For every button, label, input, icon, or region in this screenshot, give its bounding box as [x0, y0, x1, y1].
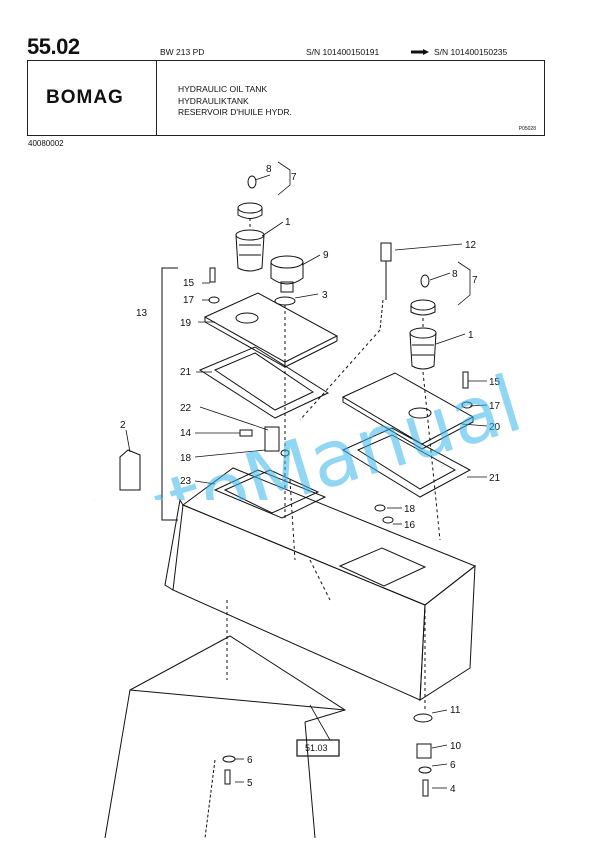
callout: 9 — [323, 250, 329, 261]
callout: 12 — [465, 240, 477, 251]
tank-body — [164, 467, 476, 701]
callout: 23 — [180, 476, 192, 487]
callout: 2 — [120, 420, 126, 431]
callout: 8 — [452, 269, 458, 280]
title-box: BOMAG HYDRAULIC OIL TANK HYDRAULIKTANK R… — [27, 60, 545, 136]
callout: 15 — [489, 377, 501, 388]
callout: 1 — [468, 330, 474, 341]
title-divider — [156, 61, 157, 135]
o-ring — [274, 296, 296, 306]
gasket-right — [341, 427, 472, 498]
group-bracket — [161, 267, 178, 521]
strainer-left — [235, 229, 265, 272]
bolts — [208, 267, 473, 797]
reference-box-label: 51.03 — [305, 743, 328, 753]
callout: 6 — [247, 755, 253, 766]
callout: 21 — [489, 473, 501, 484]
callout: 4 — [450, 784, 456, 795]
rubber-mount — [413, 713, 433, 759]
callout: 17 — [183, 295, 195, 306]
title-de: HYDRAULIKTANK — [178, 95, 249, 106]
callout: 22 — [180, 403, 192, 414]
document-number: 40080002 — [28, 139, 64, 148]
callout: 21 — [180, 367, 192, 378]
callout: 18 — [404, 504, 416, 515]
filler-cap-left — [237, 175, 263, 219]
callout: 1 — [285, 217, 291, 228]
callout: 5 — [247, 778, 253, 789]
drawing-ref: P05028 — [518, 126, 536, 132]
breather-filter — [270, 255, 304, 293]
callout: 17 — [489, 401, 501, 412]
callout: 6 — [450, 760, 456, 771]
leader-lines — [125, 161, 488, 789]
callout: 18 — [180, 453, 192, 464]
cover-plate-left — [203, 292, 339, 368]
arrow-right-icon — [411, 49, 429, 55]
serial-to: S/N 101400150235 — [434, 47, 508, 57]
title-fr: RESERVOIR D'HUILE HYDR. — [178, 107, 292, 117]
gasket-tank — [213, 469, 327, 519]
section-number: 55.02 — [27, 34, 80, 59]
callout: 20 — [489, 422, 501, 433]
callout: 7 — [291, 172, 297, 183]
bomag-logo: BOMAG — [46, 87, 124, 108]
centre-lines — [226, 218, 441, 710]
callout: 7 — [472, 275, 478, 286]
level-sender — [379, 242, 392, 331]
callout: 19 — [180, 318, 192, 329]
callout: 14 — [180, 428, 192, 439]
gasket-left — [198, 346, 330, 419]
title-block: HYDRAULIC OIL TANK HYDRAULIKTANK RESERVO… — [178, 84, 292, 119]
callout: 13 — [136, 308, 148, 319]
serial-from: S/N 101400150191 — [306, 47, 380, 57]
title-en: HYDRAULIC OIL TANK — [178, 84, 268, 94]
model-label: BW 213 PD — [160, 47, 205, 57]
callout-numbers: 8 7 1 9 3 12 8 7 15 17 13 19 1 21 15 17 … — [120, 164, 501, 795]
callout: 10 — [450, 741, 462, 752]
bracket — [264, 426, 280, 452]
cover-plate-right — [341, 372, 475, 450]
callout: 8 — [266, 164, 272, 175]
filler-cap-right — [410, 274, 436, 316]
callout: 15 — [183, 278, 195, 289]
support-frame — [104, 635, 347, 839]
clamp — [119, 449, 141, 491]
callout: 3 — [322, 290, 328, 301]
reference-box: 51.03 — [296, 739, 340, 757]
strainer-right — [409, 327, 437, 370]
callout: 11 — [450, 705, 461, 716]
callout: 16 — [404, 520, 416, 531]
